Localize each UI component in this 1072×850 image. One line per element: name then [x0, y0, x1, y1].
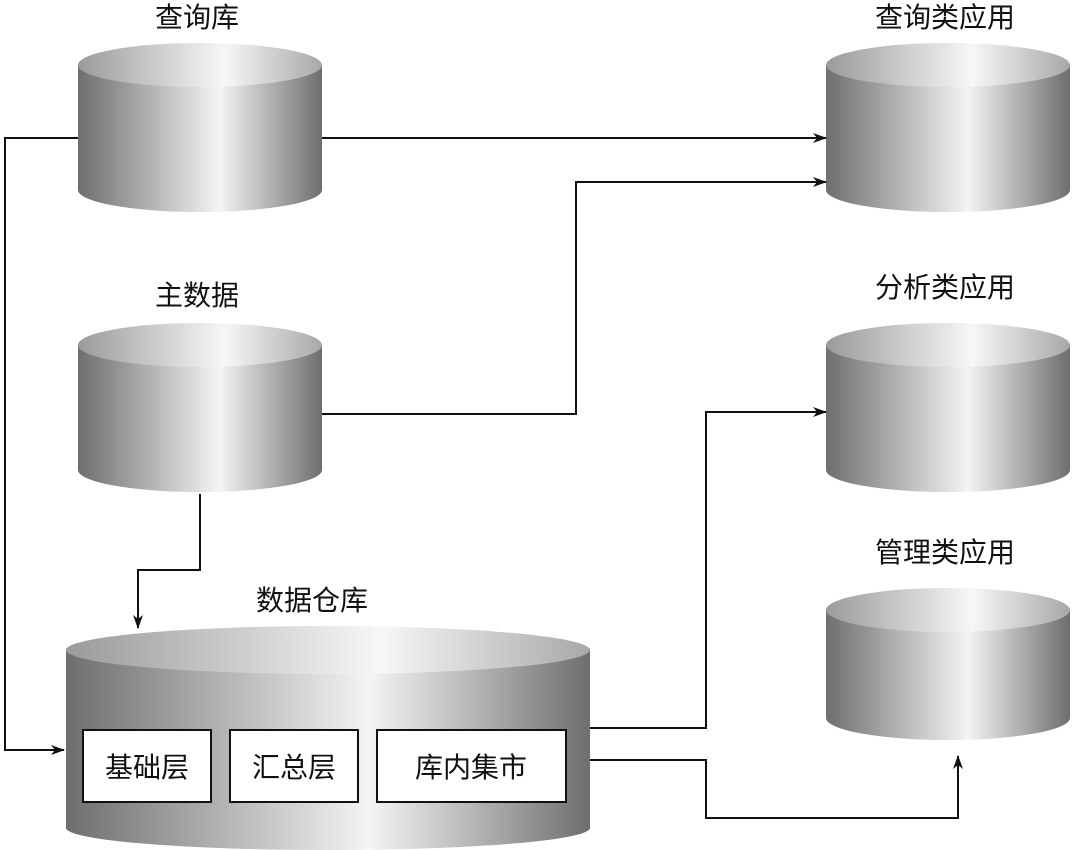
summary-layer-box [229, 729, 359, 803]
analysis-apps-cylinder [826, 323, 1070, 492]
analysis-apps-label: 分析类应用 [875, 271, 1015, 304]
data-warehouse-label: 数据仓库 [256, 584, 368, 617]
base-layer-box [82, 729, 212, 803]
management-apps-label: 管理类应用 [875, 536, 1015, 569]
master-data-label: 主数据 [155, 279, 239, 312]
warehouse-to-analysis-apps-arrow [590, 407, 827, 729]
summary-layer-label: 汇总层 [252, 751, 336, 784]
query-db-cylinder [78, 43, 322, 212]
data-mart-box [376, 729, 567, 803]
base-layer-label: 基础层 [105, 751, 189, 784]
data-mart-label: 库内集市 [415, 751, 527, 784]
query-db-label: 查询库 [155, 1, 239, 34]
master-data-to-query-apps-arrow [322, 177, 827, 415]
master-data-to-warehouse-arrow [133, 494, 201, 629]
query-apps-label: 查询类应用 [875, 1, 1015, 34]
query-apps-cylinder [826, 43, 1070, 212]
warehouse-to-management-apps-arrow [590, 755, 963, 819]
query-db-to-warehouse-arrow [4, 137, 78, 755]
master-data-cylinder [78, 323, 322, 492]
management-apps-cylinder [826, 588, 1070, 740]
